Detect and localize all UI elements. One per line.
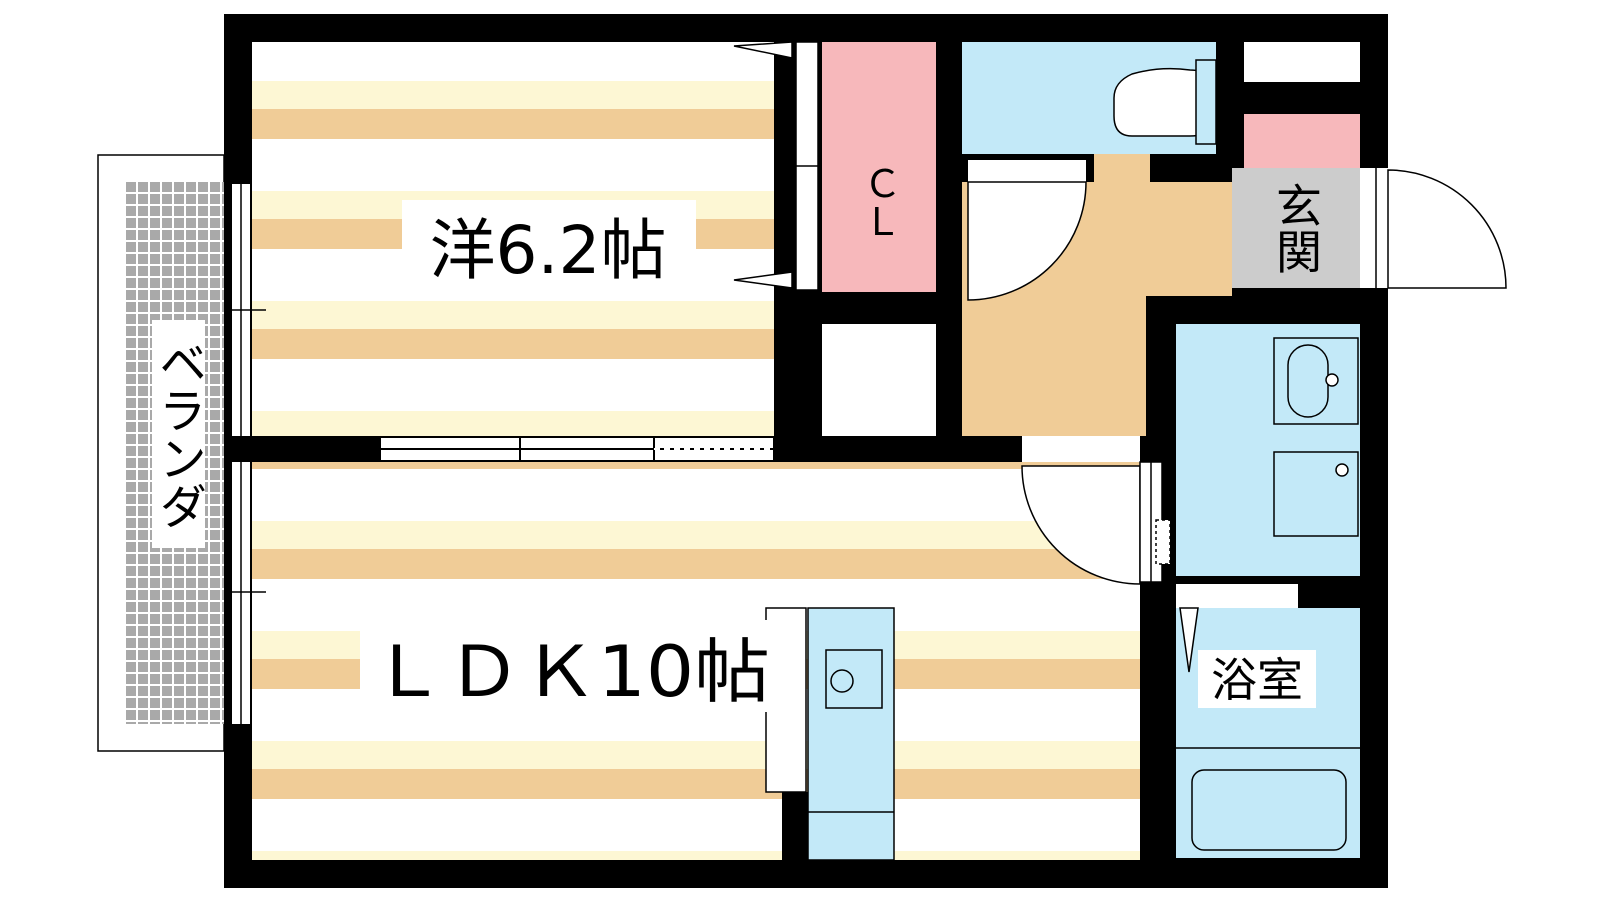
storage-space — [822, 324, 936, 436]
ldk-door — [1021, 436, 1171, 585]
bathroom-label-bg — [1198, 650, 1316, 708]
entrance-label: 玄関 — [1269, 182, 1323, 274]
bathroom-label: 浴室 — [1211, 653, 1303, 707]
western-room-label: 洋6.2帖 — [430, 212, 667, 289]
ldk-label: ＬＤＫ10帖 — [370, 631, 770, 713]
balcony-windows — [232, 184, 266, 724]
closet-label: ＣＬ — [857, 164, 901, 240]
ldk-wall-notch — [782, 792, 808, 862]
shoe-storage — [1244, 42, 1360, 82]
ldk-label-bg — [360, 620, 780, 712]
closet — [733, 41, 936, 292]
sliding-partition — [379, 436, 775, 462]
balcony — [97, 154, 225, 752]
toilet-room — [962, 42, 1217, 154]
entrance — [1232, 114, 1507, 289]
bathroom — [1176, 584, 1360, 858]
balcony-label: ベランダ — [150, 338, 206, 530]
washroom — [1176, 324, 1360, 576]
western-room-label-bg — [402, 200, 696, 286]
hallway — [962, 154, 1232, 436]
